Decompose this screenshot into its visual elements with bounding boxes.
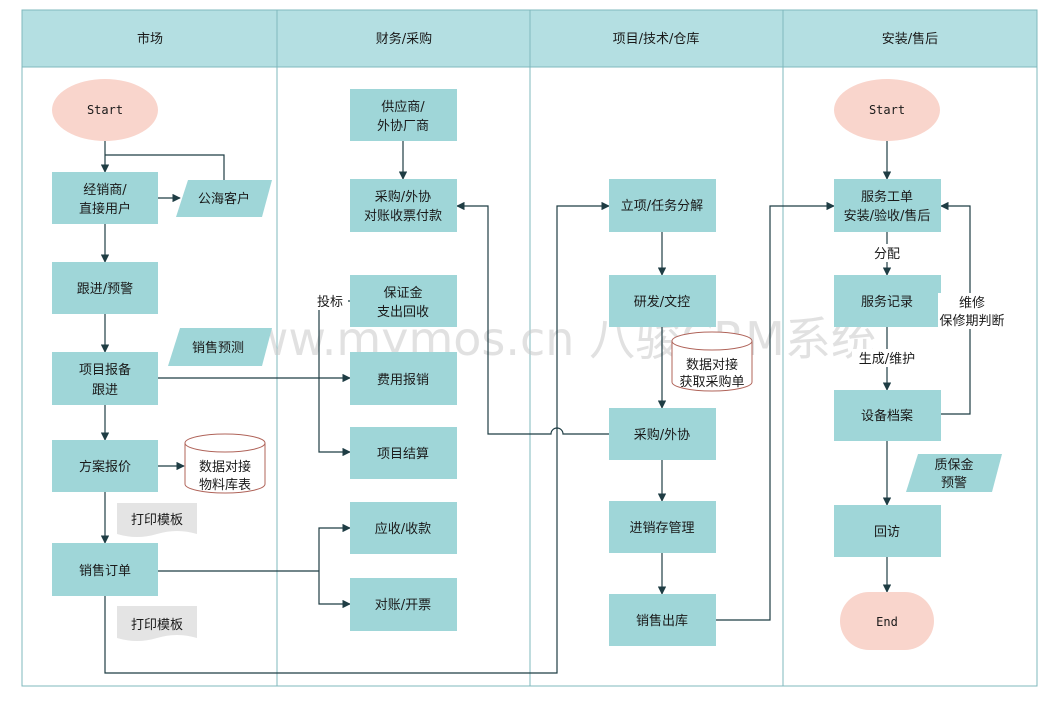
deposit-label-1: 保证金 <box>383 285 422 301</box>
print-template-doc-2 <box>117 606 197 641</box>
forecast-data <box>168 328 272 366</box>
rd-label: 研发/文控 <box>634 294 690 310</box>
order-label: 销售订单 <box>79 563 131 579</box>
revisit-label: 回访 <box>874 525 900 540</box>
repair-label-2: 保修期判断 <box>939 314 1004 329</box>
public-customer-data <box>176 180 272 217</box>
material-label-2: 物料库表 <box>199 477 251 493</box>
connectors <box>100 141 971 674</box>
purchase-settle-process <box>350 179 457 232</box>
report-label-1: 项目报备 <box>79 362 131 378</box>
record-process <box>834 275 941 327</box>
public-customer-label: 公海客户 <box>198 191 250 207</box>
end-terminal <box>840 592 934 650</box>
project-purchase-process <box>609 408 716 460</box>
purchase-order-db-label-1: 数据对接 <box>686 357 738 373</box>
print-template-label-2: 打印模板 <box>131 618 183 633</box>
deposit-process <box>350 275 457 327</box>
expense-label: 费用报销 <box>377 373 429 388</box>
follow-label: 跟进/预警 <box>77 281 133 297</box>
start-terminal <box>52 79 158 141</box>
repair-label-1: 维修 <box>959 296 985 311</box>
warranty-label-2: 预警 <box>941 475 967 491</box>
print-template-doc-1 <box>117 503 197 537</box>
rd-process <box>609 275 716 327</box>
purchase-order-database <box>671 331 753 392</box>
assign-label-bg <box>868 244 906 262</box>
end-label: End <box>876 615 898 629</box>
receivable-process <box>350 502 457 554</box>
assign-label: 分配 <box>874 247 900 262</box>
gen-label-bg <box>852 349 922 367</box>
ticket-process <box>834 179 941 232</box>
deposit-label-2: 支出回收 <box>377 305 429 320</box>
dealer-label-1: 经销商/ <box>83 183 127 198</box>
lane-title-market: 市场 <box>137 31 163 47</box>
bid-label-bg <box>306 292 348 310</box>
dealer-label-2: 直接用户 <box>79 201 131 217</box>
gen-label: 生成/维护 <box>859 352 915 367</box>
supplier-label-2: 外协厂商 <box>377 119 429 134</box>
report-label-2: 跟进 <box>92 383 118 398</box>
lane-title-finance: 财务/采购 <box>376 31 432 47</box>
settle-process <box>350 427 457 479</box>
expense-process <box>350 352 457 405</box>
quote-process <box>52 440 158 492</box>
project-process <box>609 179 716 232</box>
material-label-1: 数据对接 <box>199 459 251 475</box>
invoice-process <box>350 578 457 631</box>
settle-label: 项目结算 <box>377 447 429 462</box>
follow-process <box>52 262 158 314</box>
revisit-process <box>834 505 941 557</box>
warranty-data <box>906 454 1002 492</box>
receivable-label: 应收/收款 <box>375 521 431 537</box>
quote-label: 方案报价 <box>79 459 131 475</box>
supplier-label-1: 供应商/ <box>381 99 425 115</box>
report-process <box>52 352 158 405</box>
forecast-label: 销售预测 <box>192 340 244 356</box>
purchase-order-db-label-2: 获取采购单 <box>679 374 744 390</box>
inventory-process <box>609 501 716 553</box>
repair-label-bg <box>938 293 1010 329</box>
ticket-label-1: 服务工单 <box>861 189 913 205</box>
watermark: www.mymos.cn 八骏CRM系统 <box>213 312 877 366</box>
service-start-terminal <box>834 79 940 141</box>
service-start-label: Start <box>869 103 905 117</box>
ticket-label-2: 安装/验收/售后 <box>844 208 931 224</box>
start-label: Start <box>87 103 123 117</box>
print-template-label-1: 打印模板 <box>131 513 183 528</box>
stock-out-process <box>609 594 716 646</box>
invoice-label: 对账/开票 <box>375 598 431 613</box>
dealer-process <box>52 172 158 224</box>
project-purchase-label: 采购/外协 <box>634 427 690 443</box>
material-database <box>184 433 266 494</box>
device-archive-process <box>834 390 941 441</box>
record-label: 服务记录 <box>861 294 913 310</box>
warranty-label-1: 质保金 <box>934 457 973 473</box>
purchase-settle-label-2: 对账收票付款 <box>364 209 442 224</box>
supplier-process <box>350 89 457 141</box>
lane-title-project: 项目/技术/仓库 <box>613 31 700 47</box>
purchase-settle-label-1: 采购/外协 <box>375 189 431 205</box>
stock-out-label: 销售出库 <box>636 613 688 629</box>
inventory-label: 进销存管理 <box>629 521 694 536</box>
order-process <box>52 543 158 596</box>
bid-label: 投标 <box>317 294 343 310</box>
lane-title-service: 安装/售后 <box>882 31 938 47</box>
device-archive-label: 设备档案 <box>861 408 913 424</box>
project-label: 立项/任务分解 <box>621 198 703 214</box>
